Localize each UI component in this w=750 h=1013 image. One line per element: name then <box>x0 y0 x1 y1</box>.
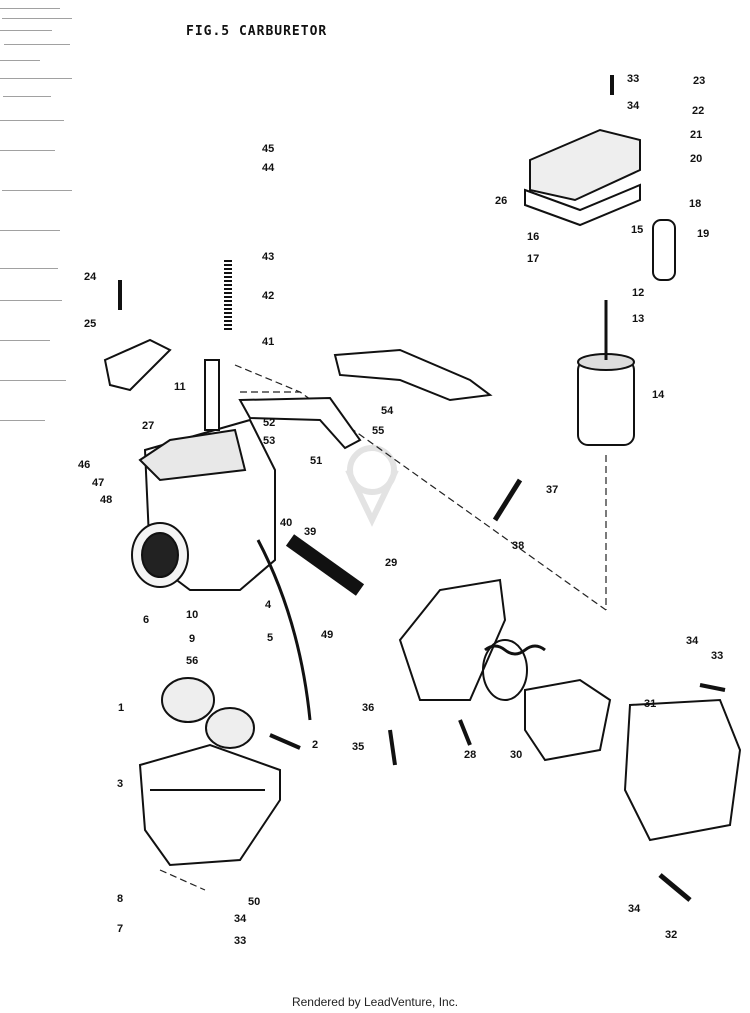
callout-52: 52 <box>263 417 275 429</box>
callout-16: 16 <box>527 231 539 243</box>
hardware <box>118 75 726 902</box>
callout-12: 12 <box>632 287 644 299</box>
callout-33-alt: 33 <box>711 650 723 662</box>
scan-noise <box>0 8 72 421</box>
callout-42: 42 <box>262 290 274 302</box>
callout-53: 53 <box>263 435 275 447</box>
callout-47: 47 <box>92 477 104 489</box>
callout-41: 41 <box>262 336 274 348</box>
callout-34-alt: 34 <box>234 913 247 925</box>
callout-14: 14 <box>652 389 665 401</box>
callout-34: 34 <box>627 100 640 112</box>
callout-30: 30 <box>510 749 522 761</box>
callout-2: 2 <box>312 739 318 751</box>
callout-46: 46 <box>78 459 90 471</box>
callout-39: 39 <box>304 526 316 538</box>
footer-credit: Rendered by LeadVenture, Inc. <box>291 995 459 1009</box>
callout-1: 1 <box>118 702 124 714</box>
callout-40: 40 <box>280 517 292 529</box>
callout-33-alt: 33 <box>234 935 246 947</box>
watermark-logo <box>345 445 399 527</box>
callout-50: 50 <box>248 896 260 908</box>
callout-31: 31 <box>644 698 656 710</box>
callout-26: 26 <box>495 195 507 207</box>
callout-5: 5 <box>267 632 273 644</box>
callout-28: 28 <box>464 749 476 761</box>
callout-29: 29 <box>385 557 397 569</box>
callout-4: 4 <box>265 599 272 611</box>
guide-lines <box>159 364 607 891</box>
callout-35: 35 <box>352 741 364 753</box>
callout-8: 8 <box>117 893 123 905</box>
callout-32: 32 <box>665 929 677 941</box>
callout-18: 18 <box>689 198 701 210</box>
figure-title: FIG.5 CARBURETOR <box>186 24 328 39</box>
callout-10: 10 <box>186 609 198 621</box>
carburetor-body <box>131 359 276 591</box>
callout-43: 43 <box>262 251 274 263</box>
float-bowl <box>138 677 281 867</box>
throttle-housing <box>398 578 742 842</box>
callout-22: 22 <box>692 105 704 117</box>
callout-44: 44 <box>262 162 275 174</box>
callout-56: 56 <box>186 655 198 667</box>
callout-19: 19 <box>697 228 709 240</box>
callout-13: 13 <box>632 313 644 325</box>
callout-45: 45 <box>262 143 274 155</box>
callout-54: 54 <box>381 405 394 417</box>
callout-37: 37 <box>546 484 558 496</box>
callout-49: 49 <box>321 629 333 641</box>
callout-34-alt: 34 <box>686 635 699 647</box>
callout-15: 15 <box>631 224 643 236</box>
callout-55: 55 <box>372 425 384 437</box>
top-cap <box>524 128 676 446</box>
callout-36: 36 <box>362 702 374 714</box>
callout-9: 9 <box>189 633 195 645</box>
linkage-levers <box>103 338 493 450</box>
callout-20: 20 <box>690 153 702 165</box>
callout-25: 25 <box>84 318 96 330</box>
callout-27: 27 <box>142 420 154 432</box>
callout-11: 11 <box>174 381 186 393</box>
callout-38: 38 <box>512 540 524 552</box>
callout-21: 21 <box>690 129 702 141</box>
callout-7: 7 <box>117 923 123 935</box>
callout-24: 24 <box>84 271 97 283</box>
callout-23: 23 <box>693 75 705 87</box>
callout-6: 6 <box>143 614 149 626</box>
callout-17: 17 <box>527 253 539 265</box>
callout-34-alt: 34 <box>628 903 641 915</box>
callout-33: 33 <box>627 73 639 85</box>
callout-48: 48 <box>100 494 112 506</box>
callout-3: 3 <box>117 778 123 790</box>
callout-51: 51 <box>310 455 322 467</box>
